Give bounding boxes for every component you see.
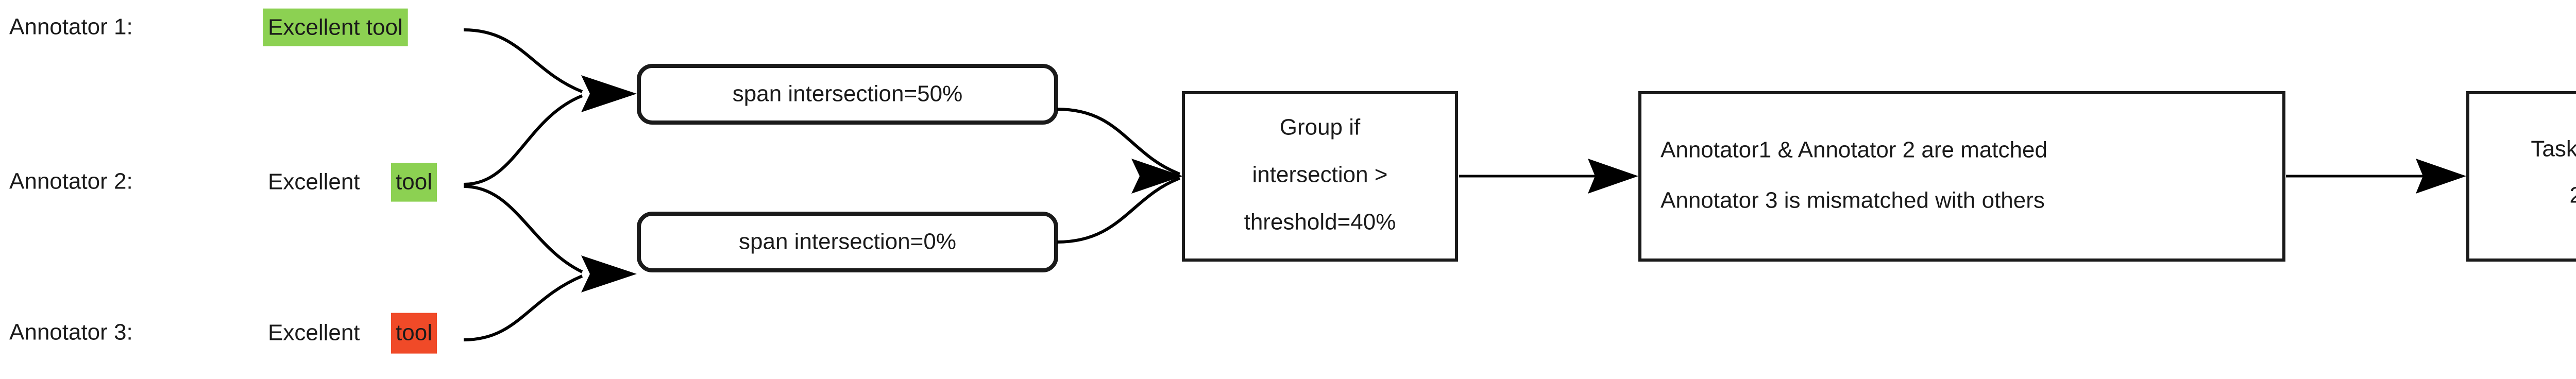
annotator-2-label: Annotator 2:: [9, 169, 133, 194]
span-bottom-box[interactable]: [637, 212, 1058, 272]
match-result-box[interactable]: [1638, 91, 2285, 262]
annotator-row-1: Annotator 1: Excellent tool: [9, 8, 408, 46]
connector-annot1-to-span-top: [463, 28, 583, 93]
annotator-3-highlighted-text: tool: [396, 320, 432, 346]
node-group-rule[interactable]: Group if intersection > threshold=40%: [1182, 91, 1458, 262]
span-bottom-label: span intersection=0%: [739, 229, 956, 254]
span-top-box[interactable]: [637, 64, 1058, 125]
task-agreement-line-2: 2/3=67%: [2570, 183, 2576, 208]
annotator-1-highlight: [263, 8, 408, 46]
group-rule-line-1: Group if: [1280, 115, 1361, 140]
arrowhead-span-top: [581, 75, 637, 112]
arrowhead-group-box: [1131, 159, 1183, 194]
node-match-result[interactable]: Annotator1 & Annotator 2 are matched Ann…: [1638, 91, 2285, 262]
match-result-line-2: Annotator 3 is mismatched with others: [1660, 188, 2045, 213]
arrowhead-agreement-box: [2416, 159, 2466, 194]
group-rule-box[interactable]: [1182, 91, 1458, 262]
arrowhead-span-bottom: [581, 255, 637, 292]
annotator-2-prefix: Excellent: [268, 169, 360, 195]
connector-span-bottom-to-group: [1057, 177, 1181, 244]
task-agreement-line-1: Task agreement:: [2531, 136, 2576, 162]
match-result-line-1: Annotator1 & Annotator 2 are matched: [1660, 137, 2047, 163]
annotator-2-highlight: [391, 163, 437, 202]
arrowhead-match-box: [1588, 159, 1638, 194]
group-rule-line-3: threshold=40%: [1244, 210, 1396, 235]
annotator-1-text: Excellent tool: [268, 15, 403, 40]
task-agreement-box[interactable]: [2466, 91, 2576, 262]
annotator-3-label: Annotator 3:: [9, 320, 133, 345]
node-span-intersection-top[interactable]: span intersection=50%: [637, 64, 1058, 125]
connector-span-top-to-group: [1057, 108, 1181, 176]
annotator-2-highlighted-text: tool: [396, 169, 432, 195]
connector-annot2-to-span-bottom: [463, 185, 583, 273]
node-task-agreement[interactable]: Task agreement: 2/3=67%: [2466, 91, 2576, 262]
annotator-3-highlight: [391, 313, 437, 354]
connector-annot3-to-span-bottom: [463, 274, 583, 341]
annotator-row-3: Annotator 3: Excellent tool: [9, 313, 437, 354]
annotator-row-2: Annotator 2: Excellent tool: [9, 163, 437, 202]
node-span-intersection-bottom[interactable]: span intersection=0%: [637, 212, 1058, 272]
annotator-3-prefix: Excellent: [268, 320, 360, 346]
group-rule-line-2: intersection >: [1252, 162, 1388, 187]
annotator-1-label: Annotator 1:: [9, 14, 133, 40]
span-top-label: span intersection=50%: [733, 81, 962, 107]
connector-annot2-to-span-top: [463, 94, 583, 186]
